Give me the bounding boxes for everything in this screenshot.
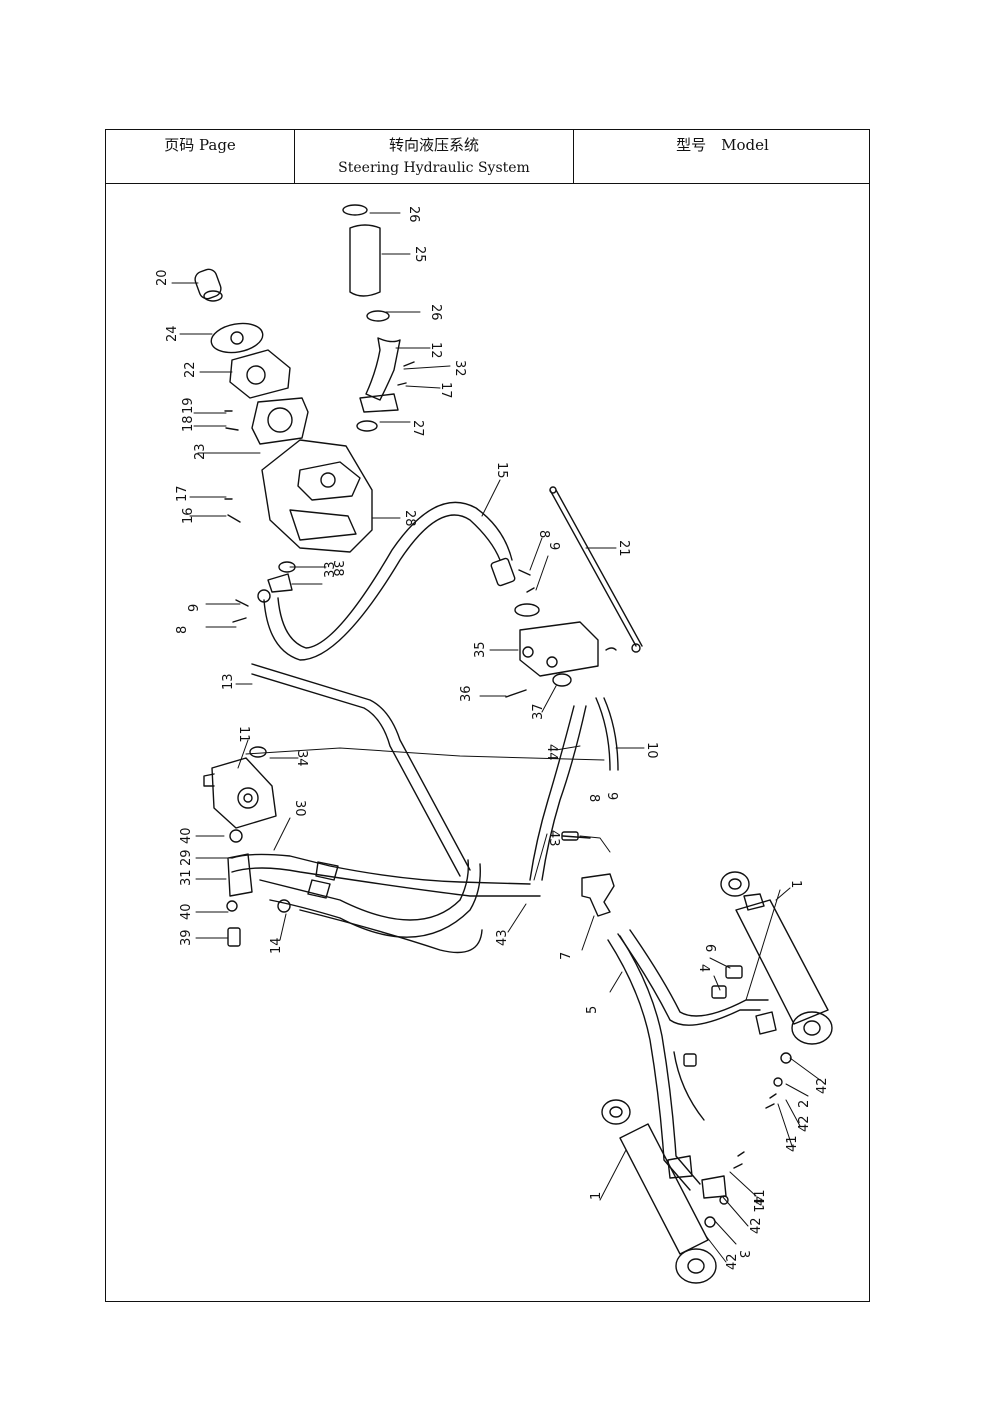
- callout-label: 25: [412, 246, 427, 263]
- callout-label: 27: [410, 420, 425, 437]
- hoses-10-44: [529, 697, 619, 881]
- callout-label: 8: [536, 530, 551, 538]
- callout-label: 42: [725, 1253, 740, 1270]
- suction-line: [342, 204, 415, 432]
- tee-fitting: [561, 831, 615, 917]
- callout-label: 17: [438, 382, 453, 399]
- callout-label: 6: [702, 944, 717, 952]
- model-cell: 型号 Model: [574, 130, 871, 183]
- callout-label: 44: [544, 744, 559, 761]
- cylinder-right: [711, 871, 833, 1109]
- callout-labels: 1 1 2 3 4 5 6 7 8 8 8 9 9 9 10 11 12 13 …: [155, 206, 830, 1270]
- callout-label: 10: [644, 742, 659, 759]
- callout-label: 24: [165, 325, 180, 342]
- callout-label: 3: [736, 1250, 751, 1258]
- callout-label: 30: [292, 800, 307, 817]
- cylinder-lines: [607, 929, 769, 1191]
- callout-label: 20: [155, 269, 170, 286]
- hose-15: [257, 501, 516, 661]
- callout-label: 35: [473, 641, 488, 658]
- callout-label: 15: [494, 462, 509, 479]
- callout-label: 40: [179, 903, 194, 920]
- callout-label: 28: [402, 510, 417, 527]
- callout-label: 40: [179, 827, 194, 844]
- callout-label: 26: [428, 304, 443, 321]
- callout-label: 11: [236, 726, 251, 743]
- callout-label: 33: [323, 561, 338, 578]
- callout-label: 23: [193, 443, 208, 460]
- title-cn: 转向液压系统: [388, 136, 479, 154]
- title-cell: 转向液压系统 Steering Hydraulic System: [295, 130, 574, 183]
- callout-label: 13: [221, 673, 236, 690]
- callout-label: 29: [179, 849, 194, 866]
- callout-label: 42: [797, 1115, 812, 1132]
- callout-label: 8: [175, 626, 190, 634]
- page-label: 页码 Page: [164, 136, 236, 154]
- tube-13: [251, 663, 471, 877]
- title-block: 页码 Page 转向液压系统 Steering Hydraulic System…: [106, 130, 869, 184]
- callout-label: 32: [452, 360, 467, 377]
- model-label: 型号 Model: [676, 136, 769, 154]
- hose-bundle: [226, 829, 541, 954]
- callout-label: 43: [546, 830, 561, 847]
- callout-label: 41: [753, 1189, 768, 1206]
- priority-valve: [505, 569, 617, 698]
- steering-unit: [203, 746, 277, 829]
- callout-label: 9: [546, 542, 561, 550]
- title-en: Steering Hydraulic System: [338, 160, 530, 176]
- callout-label: 7: [559, 952, 574, 960]
- callout-label: 12: [428, 342, 443, 359]
- callout-label: 8: [586, 794, 601, 802]
- callout-label: 41: [750, 1196, 765, 1213]
- drawing-sheet: 页码 Page 转向液压系统 Steering Hydraulic System…: [105, 129, 870, 1302]
- callout-label: 9: [604, 792, 619, 800]
- callout-label: 39: [179, 929, 194, 946]
- callout-label: 4: [696, 964, 711, 972]
- callout-label: 14: [269, 937, 284, 954]
- callout-label: 18: [181, 415, 196, 432]
- callout-label: 36: [459, 685, 474, 702]
- callout-label: 1: [589, 1192, 604, 1200]
- callout-label: 5: [585, 1006, 600, 1014]
- callout-label: 26: [406, 206, 421, 223]
- callout-label: 43: [495, 929, 510, 946]
- callout-label: 16: [181, 507, 196, 524]
- rod-21: [549, 486, 643, 653]
- callout-label: 41: [785, 1135, 800, 1152]
- callout-label: 17: [175, 485, 190, 502]
- callout-label: 2: [797, 1100, 812, 1108]
- callout-label: 22: [183, 361, 198, 378]
- callout-label: 38: [330, 560, 345, 577]
- callout-label: 1: [788, 880, 803, 888]
- callout-label: 31: [179, 869, 194, 886]
- callout-label: 21: [616, 540, 631, 557]
- callout-label: 42: [749, 1217, 764, 1234]
- callout-label: 34: [294, 750, 309, 767]
- pump-assembly: [194, 268, 373, 623]
- callout-label: 42: [815, 1077, 830, 1094]
- leader-lines: [171, 212, 821, 1263]
- callout-label: 19: [181, 397, 196, 414]
- callout-label: 37: [531, 703, 546, 720]
- callout-label: 9: [187, 604, 202, 612]
- page-cell: 页码 Page: [106, 130, 295, 183]
- cylinder-left: [601, 1053, 745, 1284]
